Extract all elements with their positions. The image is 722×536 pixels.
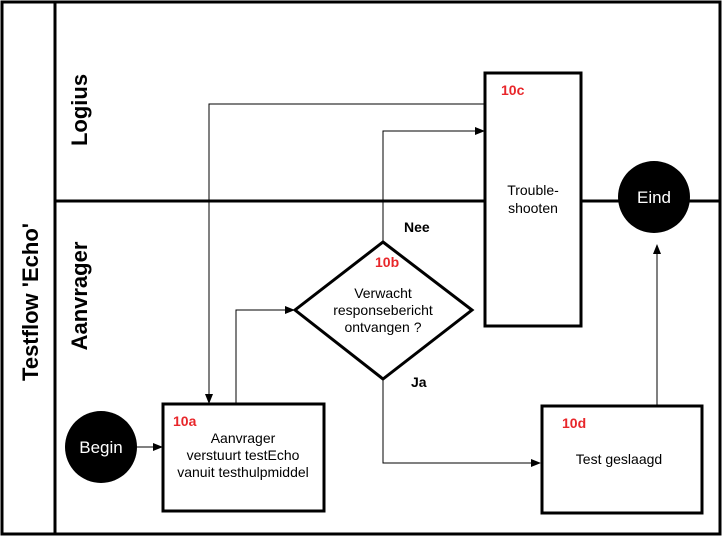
begin-label: Begin: [79, 438, 122, 457]
node-10c-box: [483, 71, 583, 328]
node-begin: Begin: [65, 411, 137, 483]
edge-10a-to-10b: [235, 306, 295, 404]
pool-title: Testflow 'Echo': [18, 223, 43, 381]
node-10b-line-1: Verwacht: [354, 285, 412, 301]
node-10c-id: 10c: [501, 82, 525, 98]
node-10a: 10a Aanvrager verstuurt testEcho vanuit …: [161, 402, 326, 513]
node-10c: 10c Trouble- shooten: [483, 71, 583, 328]
node-10a-id: 10a: [173, 413, 197, 429]
edge-10b-nee-to-10c: [382, 127, 485, 242]
node-10d-line-1: Test geslaagd: [576, 451, 662, 467]
node-eind: Eind: [618, 161, 690, 233]
node-10b: 10b Verwacht responsebericht ontvangen ?: [292, 240, 475, 381]
node-10d: 10d Test geslaagd: [540, 404, 704, 515]
lane-title-logius: Logius: [67, 74, 92, 146]
node-10b-line-3: ontvangen ?: [344, 319, 421, 335]
edge-10c-to-10a: [205, 103, 484, 404]
eind-circle: [618, 161, 690, 233]
lane-title-aanvrager: Aanvrager: [67, 241, 92, 350]
node-10a-line-1: Aanvrager: [211, 430, 276, 446]
node-10c-line-2: shooten: [508, 200, 558, 216]
edge-10b-ja-to-10d: [382, 379, 541, 467]
node-10d-id: 10d: [562, 415, 586, 431]
node-10c-line-1: Trouble-: [507, 182, 559, 198]
edge-label-nee: Nee: [404, 219, 430, 235]
node-10d-box: [540, 404, 704, 515]
node-10a-box: [161, 402, 326, 513]
begin-circle: [65, 411, 137, 483]
node-10a-line-2: verstuurt testEcho: [187, 447, 300, 463]
edge-label-ja: Ja: [411, 374, 427, 390]
node-10b-diamond: [292, 240, 475, 381]
node-10b-line-2: responsebericht: [333, 302, 433, 318]
eind-label: Eind: [637, 188, 671, 207]
node-10b-id: 10b: [375, 254, 399, 270]
node-10a-line-3: vanuit testhulpmiddel: [177, 464, 309, 480]
